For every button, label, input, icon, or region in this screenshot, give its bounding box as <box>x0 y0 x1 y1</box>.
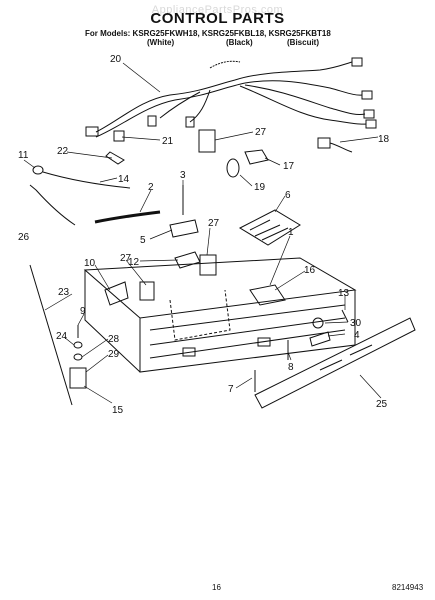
callout-4: 4 <box>354 330 360 341</box>
callout-8: 8 <box>288 362 294 373</box>
callout-26: 26 <box>18 232 30 243</box>
page-number: 16 <box>212 583 221 592</box>
variant-white: (White) <box>147 38 175 47</box>
callout-18: 18 <box>378 134 390 145</box>
callout-24: 24 <box>56 331 68 342</box>
callout-12: 12 <box>128 257 140 268</box>
callout-5: 5 <box>140 235 146 246</box>
part-control-board <box>238 209 301 246</box>
callout-29: 28 <box>108 334 120 345</box>
callout-13: 13 <box>338 288 350 299</box>
part-bracket-10 <box>104 281 129 306</box>
control-housing <box>83 257 357 373</box>
callout-10: 10 <box>84 258 96 269</box>
callout-23: 23 <box>58 287 70 298</box>
part-trim-strip <box>254 317 416 409</box>
part-bracket-12 <box>174 251 201 269</box>
callout-17: 17 <box>283 161 295 172</box>
callout-6: 6 <box>285 190 291 201</box>
callout-9: 9 <box>80 306 86 317</box>
callout-20: 20 <box>110 54 122 65</box>
callout-28: 27 <box>255 127 267 138</box>
part-knob <box>312 317 324 329</box>
part-rod <box>29 264 73 406</box>
callout-3: 3 <box>180 170 186 181</box>
part-label-27a <box>199 254 217 276</box>
callout-16: 16 <box>304 265 316 276</box>
callout-31: 30 <box>350 318 362 329</box>
callout-21: 21 <box>162 136 174 147</box>
callout-19: 19 <box>254 182 266 193</box>
callout-30: 29 <box>108 349 120 360</box>
page-title: CONTROL PARTS <box>150 10 285 27</box>
part-thermostat <box>169 219 199 238</box>
watermark: AppliancePartsPros.com <box>151 4 284 16</box>
part-light-bulb <box>226 158 240 178</box>
part-lamp-socket <box>244 149 269 165</box>
callout-7: 7 <box>228 384 234 395</box>
variant-black: (Black) <box>226 38 253 47</box>
part-plate <box>198 129 216 153</box>
callout-1: 1 <box>288 227 294 238</box>
callout-14: 14 <box>118 174 130 185</box>
callout-15: 15 <box>112 405 124 416</box>
part-label-27b <box>139 281 155 301</box>
callout-labels: 20 21 27 18 17 19 22 11 14 2 3 6 26 5 27… <box>18 54 390 416</box>
part-22 <box>105 151 125 165</box>
part-wire-14 <box>42 171 131 189</box>
document-number: 8214943 <box>392 583 424 592</box>
part-tube <box>94 210 161 224</box>
callout-2: 2 <box>148 182 154 193</box>
wire-harness <box>85 57 377 138</box>
variant-biscuit: (Biscuit) <box>287 38 319 47</box>
callout-27-upper: 27 <box>208 218 220 229</box>
part-sensor <box>32 165 44 175</box>
callout-11: 11 <box>18 150 29 161</box>
callout-25: 25 <box>376 399 388 410</box>
callout-27-lower: 27 <box>120 253 132 264</box>
part-connector <box>317 137 353 153</box>
part-probe-26 <box>29 184 76 226</box>
callout-22: 22 <box>57 146 69 157</box>
model-list: For Models: KSRG25FKWH18, KSRG25FKBL18, … <box>85 29 331 38</box>
part-clip <box>113 130 125 142</box>
